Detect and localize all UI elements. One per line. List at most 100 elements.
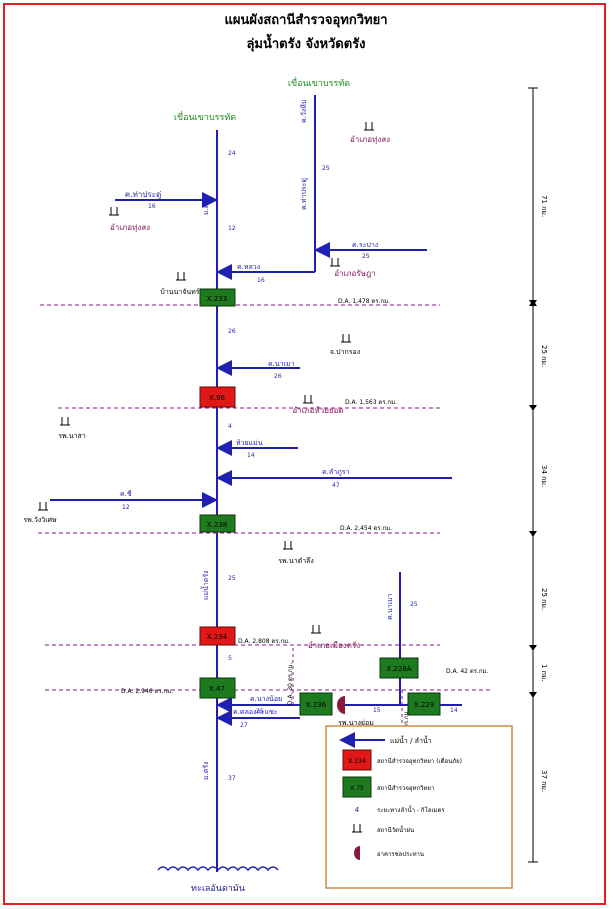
svg-text:16: 16 xyxy=(148,203,156,210)
drainage-area-labels: D.A. 1,478 ตร.กม. D.A. 1,563 ตร.กม. D.A.… xyxy=(121,298,488,752)
distance-2: 25 กม. xyxy=(540,345,548,367)
stream-main-upper: ม.ตรัง xyxy=(202,196,210,215)
station-x236[interactable]: X.236 xyxy=(299,692,333,716)
svg-text:X.238: X.238 xyxy=(207,521,227,529)
stream-upper-right-lower: ค.นาเมา xyxy=(386,593,394,620)
rain-gauge-icons xyxy=(38,122,374,634)
distance-ticks xyxy=(528,87,538,863)
svg-text:สถานีสำรวจอุทกวิทยา: สถานีสำรวจอุทกวิทยา xyxy=(377,784,434,792)
svg-text:47: 47 xyxy=(332,482,340,489)
svg-text:X.228A: X.228A xyxy=(386,665,411,673)
place-amphoe-left: อำเภอทุ่งสง xyxy=(110,223,150,232)
dam-right-label: เขื่อนเขาบรรทัด xyxy=(288,76,350,89)
svg-text:อาคารชลประทาน: อาคารชลประทาน xyxy=(377,851,424,858)
stream-mao: ค.นาเมา xyxy=(268,360,295,368)
svg-text:25: 25 xyxy=(362,253,370,260)
distance-3: 34 กม. xyxy=(540,465,548,487)
svg-text:D.A. 2,808 ตร.กม.: D.A. 2,808 ตร.กม. xyxy=(238,638,290,645)
diagram-title: แผนผังสถานีสำรวจอุทกวิทยา xyxy=(224,12,387,28)
svg-text:สถานีสำรวจอุทกวิทยา (เตือนภัย): สถานีสำรวจอุทกวิทยา (เตือนภัย) xyxy=(377,757,462,765)
svg-text:14: 14 xyxy=(450,707,458,714)
stream-khonghan: ค.คลองกะแซะ xyxy=(233,708,278,716)
svg-text:X.96: X.96 xyxy=(209,394,225,402)
stream-tha-pradu: ค.ท่าประดู่ xyxy=(125,190,162,200)
distance-4: 25 กม. xyxy=(540,588,548,610)
station-x47[interactable]: X.47 xyxy=(199,677,236,699)
svg-text:X.47: X.47 xyxy=(209,685,225,693)
svg-text:4: 4 xyxy=(228,423,232,430)
legend-station-green: X.75 สถานีสำรวจอุทกวิทยา xyxy=(342,776,434,798)
legend-river: แม่น้ำ / ลำน้ำ xyxy=(339,732,432,748)
legend-structure: อาคารชลประทาน xyxy=(354,846,424,860)
svg-text:12: 12 xyxy=(122,504,130,511)
svg-text:X.75: X.75 xyxy=(350,785,364,792)
irrigation-structure-icon xyxy=(337,696,345,714)
svg-text:D.A. 2,454 ตร.กม.: D.A. 2,454 ตร.กม. xyxy=(340,525,392,532)
stream-huai: ห้วยแม่น xyxy=(236,439,263,447)
place-mueang-trang: อำเภอเมืองตรัง xyxy=(308,641,360,650)
svg-text:16: 16 xyxy=(257,277,265,284)
svg-text:25: 25 xyxy=(256,708,264,715)
svg-text:26: 26 xyxy=(274,373,282,380)
legend-station-red: X.234 สถานีสำรวจอุทกวิทยา (เตือนภัย) xyxy=(342,749,462,771)
km-labels: 24 16 12 25 16 25 26 26 4 14 47 12 25 25… xyxy=(122,150,458,782)
place-rp-wangwiset: รพ.วังวิเศษ xyxy=(23,516,57,524)
station-x96[interactable]: X.96 xyxy=(199,386,236,408)
svg-text:15: 15 xyxy=(373,707,381,714)
stream-chi: ค.ชี xyxy=(120,490,132,498)
distance-6: 37 กม. xyxy=(540,770,548,792)
distance-5: 1 กม. xyxy=(540,664,548,682)
stream-lamphura: ค.ลำภูรา xyxy=(322,468,350,476)
svg-text:D.A. 30 ตร.กม.: D.A. 30 ตร.กม. xyxy=(287,663,294,705)
svg-text:D.A. 1,478 ตร.กม.: D.A. 1,478 ตร.กม. xyxy=(338,298,390,305)
place-natamlueng: รพ.นาตำลึง xyxy=(278,556,314,565)
svg-text:แม่น้ำ / ลำน้ำ: แม่น้ำ / ลำน้ำ xyxy=(390,734,432,745)
svg-text:12: 12 xyxy=(228,225,236,232)
svg-text:X.229: X.229 xyxy=(414,701,434,709)
svg-text:สถานีวัดน้ำฝน: สถานีวัดน้ำฝน xyxy=(377,824,414,834)
sea-waves xyxy=(157,866,279,872)
svg-text:X.234: X.234 xyxy=(207,633,228,641)
place-ban-nachan: บ้านนาจันทร์ xyxy=(160,288,199,296)
distance-1: 71 กม. xyxy=(540,195,548,217)
place-nong-rong: จ.ปากรอง xyxy=(330,348,360,356)
legend-km: 4 ระยะทางลำน้ำ - กิโลเมตร xyxy=(355,804,446,814)
stream-main-lower: แม่น้ำตรัง xyxy=(199,570,210,600)
station-x238[interactable]: X.238 xyxy=(199,514,236,533)
svg-text:25: 25 xyxy=(228,575,236,582)
outer-frame xyxy=(3,3,606,905)
place-nang-yom: รพ.นางย่อม xyxy=(338,719,374,727)
svg-text:14: 14 xyxy=(247,452,255,459)
place-thung-song-top: อำเภอทุ่งสง xyxy=(350,135,390,144)
svg-text:X.233: X.233 xyxy=(207,295,227,303)
svg-text:D.A. 42 ตร.กม.: D.A. 42 ตร.กม. xyxy=(446,668,488,675)
diagram-subtitle: ลุ่มน้ำตรัง จังหวัดตรัง xyxy=(246,33,365,52)
place-rp-nasa: รพ.นาสา xyxy=(58,432,86,440)
svg-text:5: 5 xyxy=(228,655,232,662)
stream-wang-hip: ค.วังหีบ xyxy=(300,100,308,123)
place-ratsada: อำเภอรัษฎา xyxy=(334,269,376,278)
stream-nangnon: ค.นางน้อย xyxy=(250,695,282,703)
stream-rapang: ค.ระปาง xyxy=(352,241,378,249)
station-x228a[interactable]: X.228A xyxy=(379,657,419,679)
svg-text:4: 4 xyxy=(355,806,360,814)
svg-text:27: 27 xyxy=(240,722,248,729)
station-x234[interactable]: X.234 xyxy=(199,626,236,646)
stream-tha-tieng: ค.ท่าประดู่ xyxy=(300,178,308,210)
svg-text:D.A. 1,563 ตร.กม.: D.A. 1,563 ตร.กม. xyxy=(345,399,397,406)
svg-text:X.234: X.234 xyxy=(348,758,366,765)
svg-text:24: 24 xyxy=(228,150,236,157)
stream-main-bottom: ม.ตรัง xyxy=(202,761,210,780)
stream-luang: ค.หลวง xyxy=(237,263,260,271)
svg-text:25: 25 xyxy=(410,601,418,608)
place-huaiyot: อำเภอห้วยยอด xyxy=(292,406,343,415)
svg-text:37: 37 xyxy=(228,775,236,782)
svg-text:26: 26 xyxy=(228,328,236,335)
sea-label: ทะเลอันดามัน xyxy=(191,884,245,894)
station-x229[interactable]: X.229 xyxy=(407,692,441,716)
svg-text:D.A. 2,946 ตร.กม.: D.A. 2,946 ตร.กม. xyxy=(121,688,173,695)
dam-left-label: เขื่อนเขาบรรทัด xyxy=(174,110,236,123)
svg-text:X.236: X.236 xyxy=(306,701,327,709)
station-x233[interactable]: X.233 xyxy=(199,288,236,307)
